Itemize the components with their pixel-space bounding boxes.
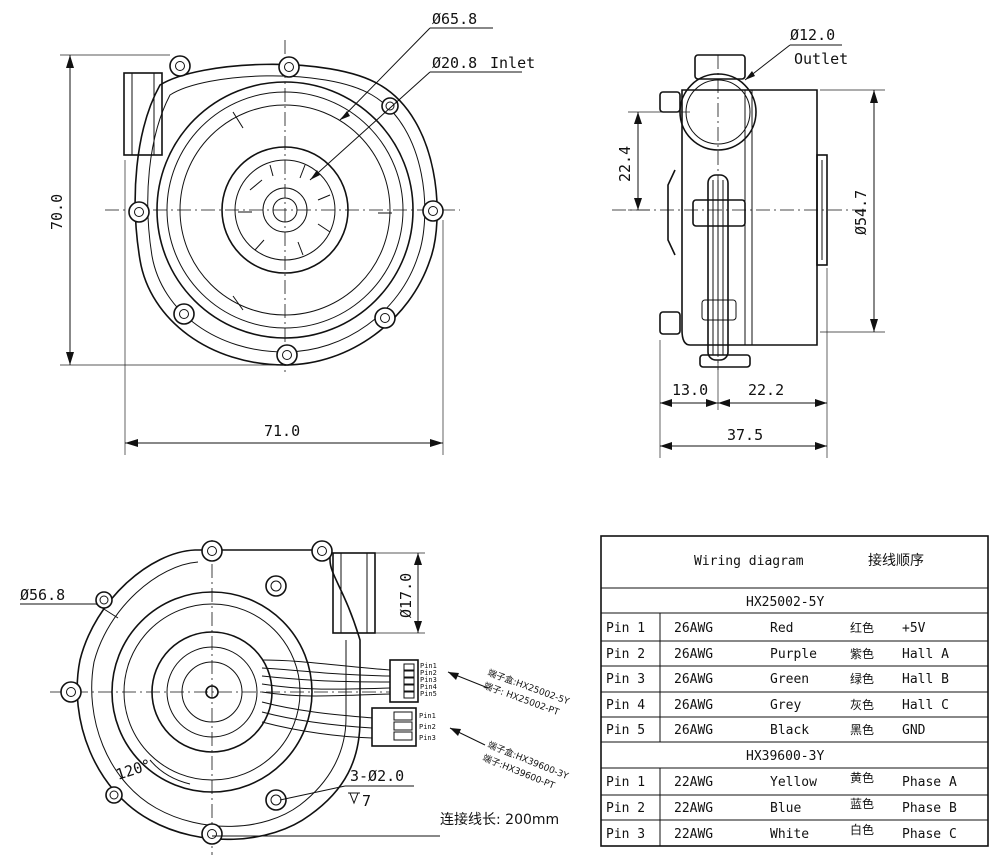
dim-total-depth: 37.5 [727, 426, 763, 444]
wiring-table: Wiring diagram 接线顺序 HX25002-5Y Pin 1 26A… [600, 535, 989, 847]
cell-color-cn: 灰色 [850, 698, 874, 712]
connector-group-header: HX39600-3Y [746, 749, 824, 764]
side-view: Ø12.0 Outlet 22.4 Ø54.7 13.0 22.2 37.5 [612, 26, 885, 458]
cell-function: Phase C [902, 827, 957, 842]
connector-group-header: HX25002-5Y [746, 595, 824, 610]
table-title-en: Wiring diagram [694, 554, 804, 569]
dim-rear-diameter: Ø56.8 [20, 586, 65, 604]
dim-body-diameter: Ø54.7 [852, 190, 870, 235]
cell-function: Phase B [902, 801, 957, 816]
dim-outlet-diameter-rear: Ø17.0 [397, 573, 415, 618]
cell-pin: Pin 3 [606, 827, 645, 842]
table-row: Pin 2 22AWG Blue 蓝色 Phase B [606, 797, 957, 816]
cell-function: Hall B [902, 672, 949, 687]
pin-label: Pin3 [420, 676, 437, 684]
cell-function: +5V [902, 621, 926, 636]
table-row: Pin 3 22AWG White 白色 Phase C [606, 822, 957, 842]
pin-label: Pin1 [419, 712, 436, 720]
cell-color-cn: 白色 [850, 822, 874, 837]
cell-function: Hall C [902, 698, 949, 713]
cell-pin: Pin 3 [606, 672, 645, 687]
table-row: Pin 5 26AWG Black 黑色 GND [606, 723, 926, 738]
cell-color-cn: 黄色 [850, 771, 874, 785]
table-row: Pin 2 26AWG Purple 紫色 Hall A [606, 647, 949, 662]
cell-pin: Pin 2 [606, 801, 645, 816]
table-row: Pin 1 26AWG Red 红色 +5V [606, 620, 926, 636]
dim-front-depth: 13.0 [672, 381, 708, 399]
inlet-label: Inlet [490, 54, 535, 72]
cell-color-cn: 红色 [850, 620, 874, 635]
cell-color: Blue [770, 801, 801, 816]
cell-pin: Pin 4 [606, 698, 645, 713]
pin-label: Pin5 [420, 690, 437, 698]
screw-boss [128, 55, 444, 366]
cell-color-cn: 蓝色 [850, 797, 874, 811]
cell-color: Yellow [770, 775, 817, 790]
cell-awg: 26AWG [674, 698, 713, 713]
cell-awg: 26AWG [674, 621, 713, 636]
cell-color: Grey [770, 698, 801, 713]
table-row: Pin 3 26AWG Green 绿色 Hall B [606, 671, 949, 687]
pin-label: Pin2 [420, 669, 437, 677]
dim-outer-diameter: Ø65.8 [432, 10, 477, 28]
dim-angle: 120° [114, 756, 154, 784]
cell-awg: 22AWG [674, 827, 713, 842]
cell-function: Hall A [902, 647, 949, 662]
dim-height: 70.0 [48, 194, 66, 230]
dim-outlet-diameter: Ø12.0 [790, 26, 835, 44]
cell-awg: 26AWG [674, 672, 713, 687]
dim-holes: 3-Ø2.0 [350, 767, 404, 785]
cell-pin: Pin 5 [606, 723, 645, 738]
cell-pin: Pin 1 [606, 775, 645, 790]
rear-view: Pin1 Pin2 Pin3 Pin4 Pin5 Pin1 Pin2 Pin3 … [20, 540, 571, 855]
pin-label: Pin3 [419, 734, 436, 742]
cell-pin: Pin 2 [606, 647, 645, 662]
table-row: Pin 4 26AWG Grey 灰色 Hall C [606, 698, 949, 713]
cell-color: Red [770, 621, 793, 636]
cell-pin: Pin 1 [606, 621, 645, 636]
cell-color-cn: 紫色 [850, 647, 874, 661]
cell-color: White [770, 827, 809, 842]
pin-label: Pin1 [420, 662, 437, 670]
cell-color: Black [770, 723, 809, 738]
pin-label: Pin4 [420, 683, 437, 691]
cell-color: Purple [770, 647, 817, 662]
dim-back-depth: 22.2 [748, 381, 784, 399]
cell-function: Phase A [902, 775, 957, 790]
table-title-cn: 接线顺序 [868, 552, 924, 569]
dim-inlet-diameter: Ø20.8 [432, 54, 477, 72]
mounting-hole [60, 540, 333, 845]
cell-function: GND [902, 723, 926, 738]
lead-length-label: 连接线长: 200mm [440, 811, 559, 828]
front-view: Ø65.8 Ø20.8 Inlet 70.0 71.0 [48, 10, 535, 455]
outlet-label: Outlet [794, 50, 848, 68]
cell-awg: 26AWG [674, 647, 713, 662]
cell-color: Green [770, 672, 809, 687]
cell-awg: 22AWG [674, 801, 713, 816]
cell-awg: 22AWG [674, 775, 713, 790]
dim-outlet-offset: 22.4 [616, 146, 634, 182]
cell-awg: 26AWG [674, 723, 713, 738]
cell-color-cn: 绿色 [850, 671, 874, 686]
dim-width: 71.0 [264, 422, 300, 440]
pin-label: Pin2 [419, 723, 436, 731]
cell-color-cn: 黑色 [850, 723, 874, 737]
dim-hole-depth: 7 [362, 792, 371, 810]
table-row: Pin 1 22AWG Yellow 黄色 Phase A [606, 771, 957, 790]
